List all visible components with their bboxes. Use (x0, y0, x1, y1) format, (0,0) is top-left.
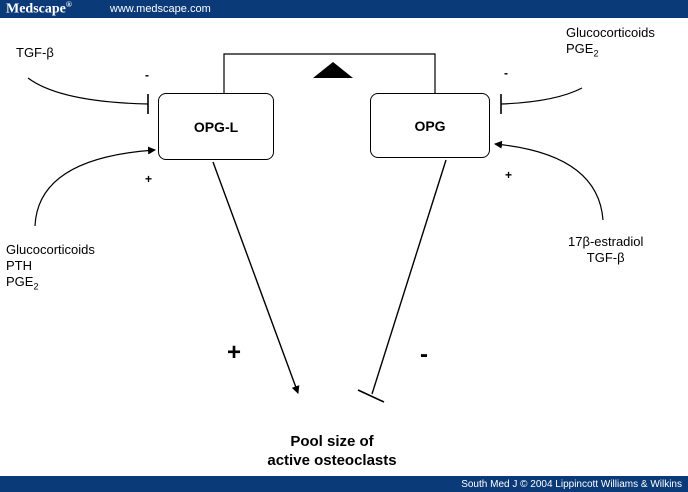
sign-right-bottom: + (505, 168, 513, 182)
opg-to-pool-line (371, 159, 447, 395)
sign-left-top: - (145, 68, 149, 82)
copyright-text: South Med J © 2004 Lippincott Williams &… (461, 478, 682, 490)
box-link-bracket (223, 53, 436, 93)
link-triangle-icon (313, 62, 353, 78)
osteoclast-pool-label: Pool size of active osteoclasts (267, 433, 397, 469)
header-bar: Medscape® www.medscape.com (0, 0, 688, 18)
footer-bar: South Med J © 2004 Lippincott Williams &… (0, 476, 688, 492)
opgl-label: OPG-L (193, 118, 239, 135)
site-url[interactable]: www.medscape.com (109, 3, 211, 15)
regulator-left-bottom: Glucocorticoids PTH PGE2 (6, 242, 95, 292)
opg-effect-sign: - (420, 341, 428, 368)
opg-label: OPG (414, 117, 446, 134)
right-inhibit-curve (500, 87, 583, 105)
sign-right-top: - (504, 66, 508, 80)
regulator-right-top: Glucocorticoids PGE2 (566, 25, 655, 59)
opgl-effect-sign: + (227, 339, 242, 366)
opg-to-pool-bar (357, 389, 385, 403)
opgl-to-pool-arrow (212, 161, 300, 394)
right-activators-curve (494, 140, 604, 221)
medscape-logo[interactable]: Medscape® (6, 0, 72, 17)
tgfb-inhibit-curve (27, 77, 149, 105)
regulator-right-bottom: 17β-estradiol TGF-β (568, 234, 644, 265)
opg-node: OPG (370, 93, 490, 158)
left-activators-curve (34, 146, 156, 227)
regulator-left-top: TGF-β (16, 45, 54, 60)
sign-left-bottom: + (145, 172, 153, 186)
opgl-node: OPG-L (158, 93, 274, 160)
